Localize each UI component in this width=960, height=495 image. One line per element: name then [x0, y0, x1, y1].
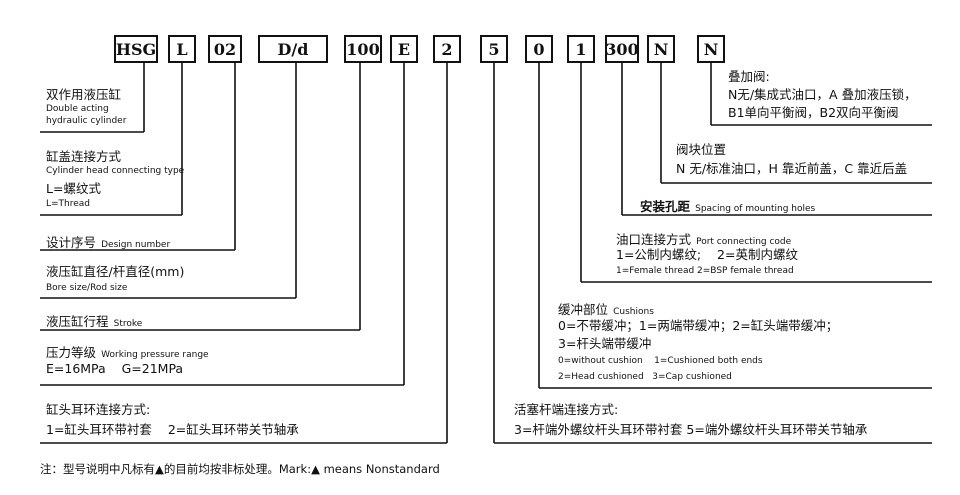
pressure-label: 压力等级 Working pressure range — [46, 343, 209, 361]
code-02: 02 — [208, 35, 242, 63]
headend-cn: 缸头耳环连接方式: — [46, 402, 151, 417]
port-opts-en: 1=Female thread 2=BSP female thread — [616, 266, 794, 276]
stroke-cn: 液压缸行程 — [46, 314, 109, 329]
cush-l1: 0=不带缓冲；1=两端带缓冲；2=缸头端带缓冲； — [558, 318, 839, 333]
double-acting-cn: 双作用液压缸 — [46, 87, 122, 102]
code-1: 1 — [567, 35, 595, 63]
bore-en: Bore size/Rod size — [46, 283, 128, 293]
stroke-en: Stroke — [113, 319, 143, 329]
cush-cn: 缓冲部位 — [558, 302, 609, 317]
stack-l1: N无/集成式油口，A 叠加液压锁， — [728, 87, 917, 102]
head-conn-cn: 缸盖连接方式 — [46, 149, 122, 164]
pressure-en: Working pressure range — [101, 350, 209, 360]
code-n1: N — [647, 35, 675, 63]
rodend-cn: 活塞杆端连接方式: — [514, 402, 619, 417]
rodend-opts: 3=杆端外螺纹杆头耳环带衬套 5=端外螺纹杆头耳环带关节轴承 — [514, 422, 868, 437]
spacing-cn: 安装孔距 — [640, 199, 691, 214]
block-cn: 阀块位置 — [676, 142, 727, 157]
code-e: E — [390, 35, 418, 63]
double-acting-en2: hydraulic cylinder — [46, 116, 127, 126]
stack-cn: 叠加阀: — [728, 69, 770, 84]
spacing-en: Spacing of mounting holes — [695, 204, 816, 214]
code-100: 100 — [344, 35, 382, 63]
code-5: 5 — [480, 35, 508, 63]
cush-en2: 2=Head cushioned 3=Cap cushioned — [558, 372, 732, 382]
nonstandard-note: 注：型号说明中凡标有▲的目前均按非标处理。Mark:▲ means Nonsta… — [40, 462, 440, 476]
port-en: Port connecting code — [696, 237, 792, 247]
head-conn-opt-en: L=Thread — [46, 199, 91, 209]
block-l1: N 无/标准油口，H 靠近前盖，C 靠近后盖 — [676, 161, 908, 176]
port-label: 油口连接方式 Port connecting code — [616, 230, 791, 248]
code-hsg: HSG — [114, 35, 158, 63]
spacing-label: 安装孔距 Spacing of mounting holes — [640, 197, 815, 215]
code-n2: N — [697, 35, 725, 63]
cush-label: 缓冲部位 Cushions — [558, 300, 654, 318]
pressure-cn: 压力等级 — [46, 345, 97, 360]
double-acting-en1: Double acting — [46, 104, 109, 114]
port-opts-cn: 1=公制内螺纹; 2=英制内螺纹 — [616, 247, 798, 262]
port-cn: 油口连接方式 — [616, 232, 692, 247]
code-300: 300 — [605, 35, 639, 63]
pressure-opts: E=16MPa G=21MPa — [46, 361, 184, 376]
bore-cn: 液压缸直径/杆直径(mm) — [46, 264, 185, 279]
cush-l2: 3=杆头端带缓冲 — [558, 336, 652, 351]
code-l: L — [168, 35, 196, 63]
head-conn-opt-cn: L=螺纹式 — [46, 181, 101, 196]
code-0: 0 — [525, 35, 553, 63]
design-en: Design number — [101, 240, 171, 250]
code-2: 2 — [433, 35, 461, 63]
stack-l2: B1单向平衡阀，B2双向平衡阀 — [728, 105, 899, 120]
head-conn-en: Cylinder head connecting type — [46, 166, 185, 176]
cush-en: Cushions — [613, 307, 654, 317]
design-number: 设计序号 Design number — [46, 233, 170, 251]
code-dd: D/d — [258, 35, 328, 63]
design-cn: 设计序号 — [46, 235, 97, 250]
cush-en1: 0=without cushion 1=Cushioned both ends — [558, 356, 763, 366]
stroke-label: 液压缸行程 Stroke — [46, 312, 142, 330]
headend-opts: 1=缸头耳环带衬套 2=缸头耳环带关节轴承 — [46, 422, 299, 437]
